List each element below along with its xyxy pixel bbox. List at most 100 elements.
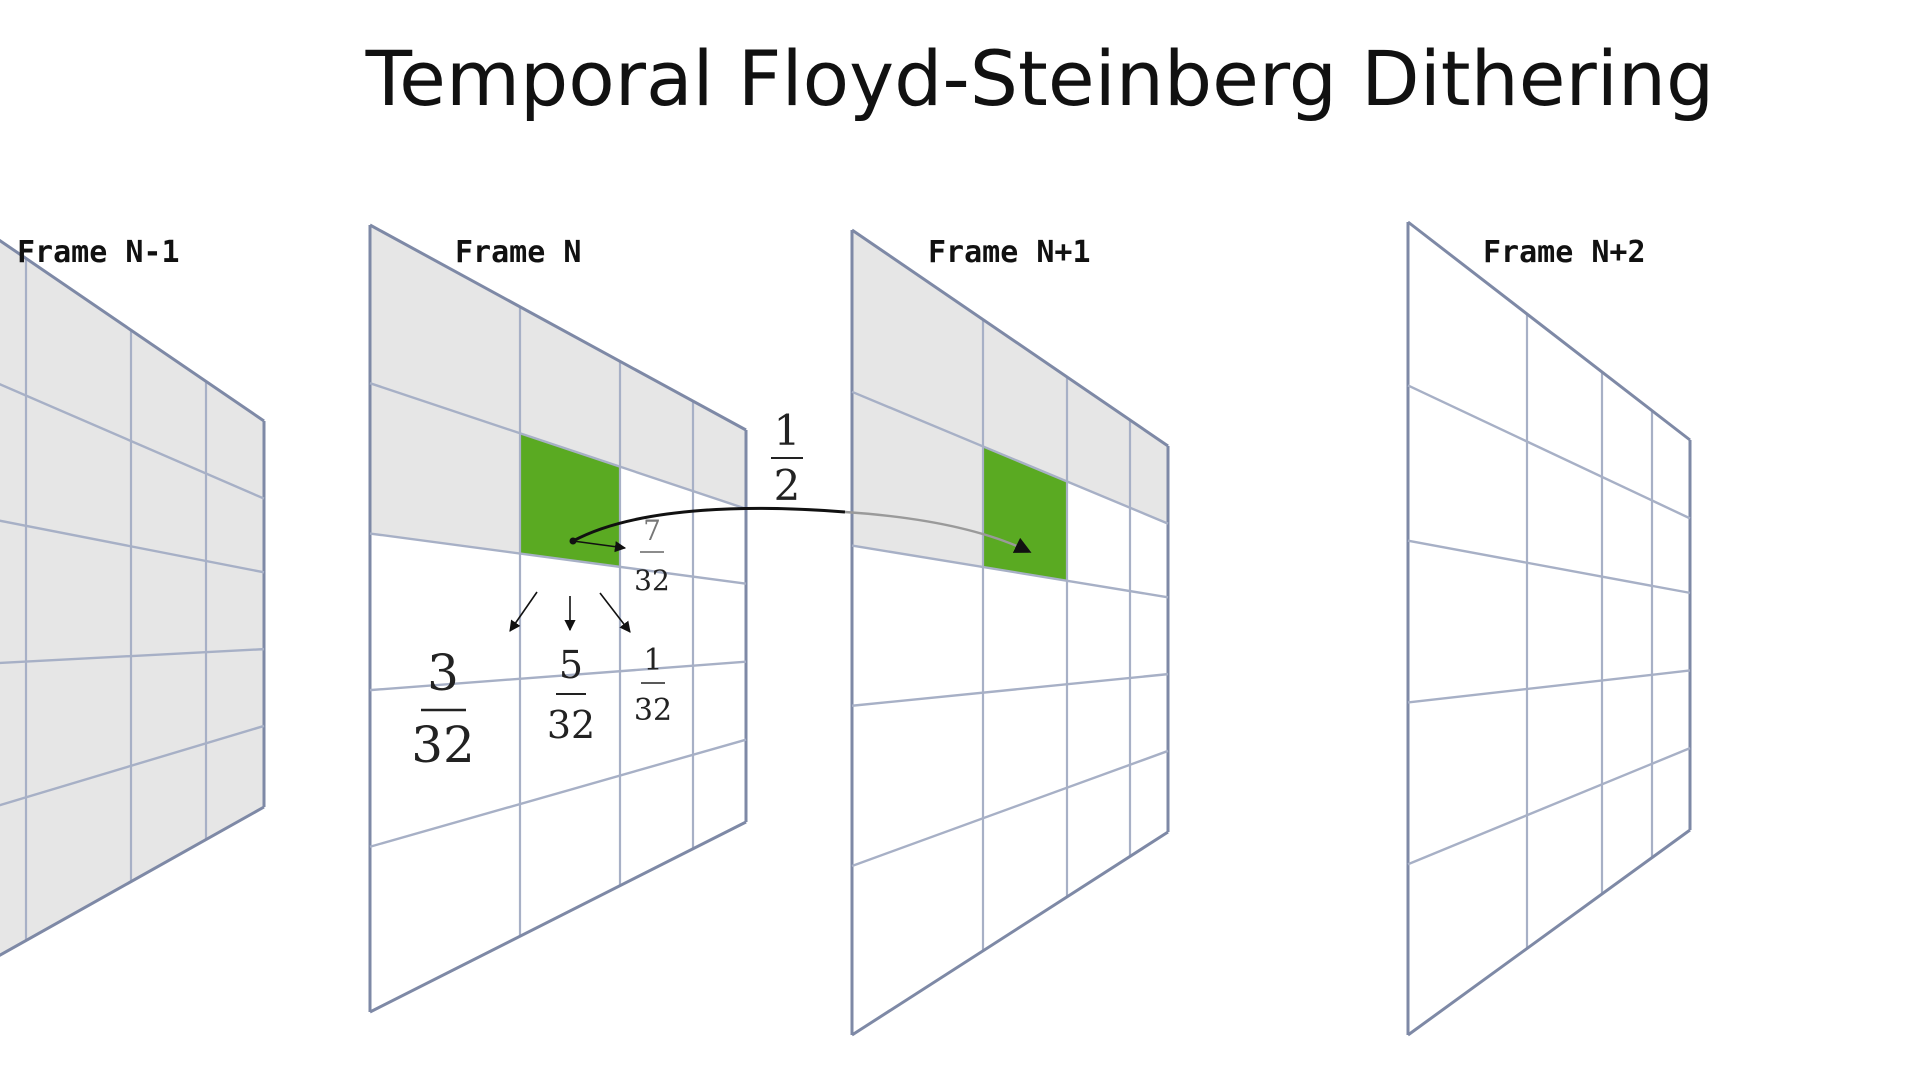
grid-line-horizontal — [369, 382, 747, 510]
processed-cell — [852, 391, 983, 568]
processed-cell — [852, 230, 983, 447]
processed-cell — [0, 520, 26, 663]
grid-line-horizontal — [369, 532, 747, 585]
processed-cell — [26, 525, 131, 662]
grid-cell — [1067, 764, 1130, 897]
weight-right-numerator: 7 — [643, 514, 661, 547]
weight-right-denominator: 32 — [634, 564, 670, 597]
grid-line-horizontal — [1407, 539, 1691, 595]
processed-cell — [370, 383, 520, 554]
grid-cell — [370, 533, 520, 691]
grid-cell — [852, 692, 983, 866]
processed-cell — [206, 560, 264, 653]
processed-cell — [131, 743, 206, 882]
frame-n-plus-1-label: Frame N+1 — [928, 235, 1091, 270]
grid-cell — [1408, 815, 1527, 1035]
grid-line-horizontal — [851, 390, 1169, 525]
grid-cell — [1408, 540, 1527, 703]
grid-cell — [852, 545, 983, 706]
grid-cell — [1602, 371, 1652, 501]
grid-cell — [1067, 580, 1130, 685]
processed-cell — [26, 258, 131, 441]
grid-cell — [693, 739, 746, 849]
weight-next-frame: 1 2 — [771, 406, 803, 510]
grid-cell — [1130, 674, 1168, 765]
frame-n-label: Frame N — [455, 235, 581, 270]
frame-n-minus-1-label: Frame N-1 — [17, 235, 180, 270]
grid-cell — [1527, 313, 1602, 477]
grid-cell — [1408, 222, 1527, 442]
grid-cell — [1130, 507, 1168, 598]
grid-cell — [1408, 385, 1527, 563]
grid-cell — [370, 678, 520, 847]
grid-cell — [693, 491, 746, 584]
weight-right: 7 32 — [634, 514, 670, 597]
processed-cell — [26, 395, 131, 547]
grid-cell — [1602, 576, 1652, 681]
grid-cell — [1652, 410, 1690, 519]
grid-cell — [1652, 585, 1690, 675]
grid-cell — [693, 576, 746, 666]
grid-line-horizontal — [369, 738, 747, 848]
weight-next-frame-numerator: 1 — [774, 406, 801, 455]
processed-cell — [131, 546, 206, 657]
grid-cell — [1130, 750, 1168, 857]
grid-cell — [1602, 674, 1652, 785]
processed-cell — [1130, 420, 1168, 524]
grid-cell — [693, 661, 746, 755]
frame-n-plus-2 — [1406, 220, 1692, 1037]
grid-line-horizontal — [1407, 384, 1691, 520]
processed-cell — [0, 384, 26, 526]
grid-line-horizontal — [0, 382, 265, 500]
grid-line-horizontal — [851, 672, 1169, 707]
grid-cell — [1527, 562, 1602, 689]
temporal-arrow-front — [572, 506, 846, 543]
grid-line-horizontal — [0, 647, 265, 665]
grid-cell — [1602, 476, 1652, 586]
grid-cell — [370, 804, 520, 1012]
processed-cell — [620, 361, 693, 492]
processed-cell — [131, 440, 206, 561]
processed-cell — [206, 725, 264, 840]
grid-cell — [520, 775, 620, 937]
weight-below-left-numerator: 3 — [427, 644, 459, 702]
grid-line-horizontal — [851, 830, 1169, 1037]
grid-line-horizontal — [0, 238, 265, 423]
arrow-to-right — [572, 540, 627, 553]
grid-line-horizontal — [1407, 669, 1691, 704]
weight-below-right: 1 32 — [634, 643, 672, 728]
grid-cell — [1408, 688, 1527, 865]
grid-line-horizontal — [1407, 220, 1691, 442]
weight-below-numerator: 5 — [559, 643, 583, 687]
grid-cell — [852, 818, 983, 1035]
grid-cell — [1130, 591, 1168, 678]
diagram-title: Temporal Floyd-Steinberg Dithering — [365, 34, 1715, 123]
processed-cell — [0, 240, 26, 396]
weight-below-denominator: 32 — [547, 703, 595, 747]
frame-n-plus-1 — [850, 228, 1170, 1037]
grid-line-horizontal — [1407, 746, 1691, 866]
temporal-arrow-behind — [844, 510, 1032, 554]
processed-cell — [983, 319, 1067, 482]
processed-cell — [131, 330, 206, 474]
processed-cell — [26, 765, 131, 941]
grid-line-horizontal — [1407, 828, 1691, 1037]
grid-line-horizontal — [0, 724, 265, 807]
grid-cell — [983, 567, 1067, 693]
grid-cell — [1527, 441, 1602, 577]
frame-n-minus-1 — [0, 238, 266, 957]
grid-cell — [1652, 500, 1690, 593]
processed-cell — [26, 656, 131, 798]
current-pixel-cell — [520, 433, 620, 567]
weight-below-right-numerator: 1 — [643, 643, 662, 678]
weight-below-right-denominator: 32 — [634, 693, 672, 728]
processed-cell — [370, 225, 520, 434]
processed-cell — [520, 306, 620, 467]
grid-cell — [1067, 677, 1130, 788]
weight-next-frame-denominator: 2 — [774, 461, 801, 510]
grid-line-horizontal — [369, 660, 747, 692]
grid-cell — [1067, 481, 1130, 592]
frame-n — [368, 223, 748, 1014]
grid-cell — [983, 684, 1067, 819]
grid-cell — [620, 665, 693, 776]
